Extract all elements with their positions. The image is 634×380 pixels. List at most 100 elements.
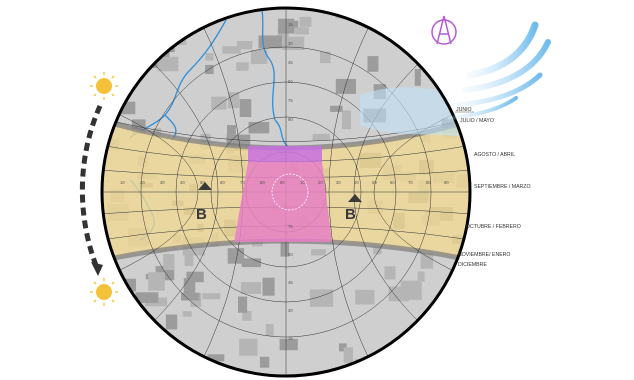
building-block: [447, 299, 470, 308]
building-block: [148, 272, 165, 291]
building-block: [240, 282, 261, 294]
building-block: [341, 110, 351, 130]
tick-label: 90: [444, 180, 449, 185]
svg-text:B: B: [196, 206, 207, 223]
tick-label: 10: [120, 180, 125, 185]
building-block: [388, 286, 409, 302]
month-label-noviembre-enero: NOVIEMBRE/ ENERO: [458, 252, 510, 258]
building-block: [259, 356, 270, 368]
month-label-diciembre: DICIEMBRE: [458, 262, 487, 268]
building-block: [279, 338, 298, 351]
north-arrow-icon: [431, 15, 457, 45]
building-block: [183, 278, 196, 296]
building-block: [202, 293, 221, 300]
tick-label: 60: [220, 180, 225, 185]
building-block: [242, 311, 252, 321]
building-block: [135, 292, 159, 303]
tick-label: 90: [288, 117, 293, 122]
building-block: [420, 253, 434, 269]
tick-label: 80: [426, 180, 431, 185]
building-block: [320, 51, 331, 64]
building-block: [182, 311, 192, 317]
building-block: [132, 25, 146, 40]
tick-label: 70: [240, 180, 245, 185]
building-block: [205, 64, 214, 75]
tick-label: 45: [288, 60, 293, 65]
building-block: [299, 16, 312, 27]
tick-label: 50: [200, 180, 205, 185]
tick-label: 15: [288, 336, 293, 341]
building-block: [282, 36, 305, 50]
building-block: [343, 347, 353, 363]
tick-label: 60: [390, 180, 395, 185]
building-block: [330, 105, 343, 112]
building-block: [414, 69, 421, 86]
building-block: [181, 292, 200, 301]
building-block: [294, 27, 309, 35]
building-block: [311, 249, 326, 256]
building-block: [184, 253, 194, 267]
building-block: [207, 354, 225, 362]
building-block: [354, 12, 365, 20]
tick-label: 80: [260, 180, 265, 185]
building-block: [205, 53, 214, 61]
building-block: [417, 271, 425, 282]
building-block: [227, 248, 245, 264]
building-block: [355, 289, 375, 305]
building-block: [152, 362, 160, 376]
building-block: [383, 369, 392, 376]
tick-label: 20: [140, 180, 145, 185]
building-block: [239, 338, 258, 356]
tick-label: 10: [300, 180, 305, 185]
sun-icon: [90, 72, 118, 100]
building-block: [309, 289, 334, 307]
site-area: [234, 146, 332, 242]
site-body: [234, 162, 332, 242]
building-block: [459, 13, 466, 22]
building-block: [228, 92, 240, 109]
tick-label: 70: [408, 180, 413, 185]
building-block: [133, 56, 140, 73]
tick-label: 75: [288, 98, 293, 103]
building-block: [367, 56, 379, 72]
month-label-septiembre-marzo: SEPTIEMBRE / MARZO: [474, 184, 531, 190]
site-center-ring: [271, 173, 309, 211]
building-block: [239, 99, 252, 117]
building-block: [250, 50, 268, 64]
month-label-julio-mayo: JULIO / MAYO: [460, 118, 494, 124]
month-label-agosto-abril: AGOSTO / ABRIL: [474, 152, 515, 158]
tick-label: 40: [180, 180, 185, 185]
building-block: [238, 296, 248, 313]
tick-label: 20: [318, 180, 323, 185]
tick-label: 30: [288, 41, 293, 46]
building-block: [280, 238, 290, 257]
tick-label: 30: [288, 308, 293, 313]
building-block: [105, 55, 118, 68]
city-map: B B: [102, 8, 470, 376]
tick-label: 40: [354, 180, 359, 185]
building-block: [227, 125, 236, 143]
building-block: [157, 56, 179, 72]
tick-label: 60: [288, 79, 293, 84]
sun-path-arrowhead: [91, 262, 103, 276]
building-block: [265, 324, 274, 336]
building-block: [163, 254, 175, 271]
month-labels: JUNIO JULIO / MAYO AGOSTO / ABRIL SEPTIE…: [455, 107, 531, 268]
building-block: [163, 26, 187, 45]
svg-text:B: B: [345, 206, 356, 223]
building-block: [241, 258, 261, 268]
building-block: [262, 277, 275, 296]
building-block: [159, 8, 177, 15]
month-label-octubre-febrero: OCTUBRE / FEBRERO: [466, 224, 521, 230]
building-block: [452, 9, 461, 24]
building-block: [440, 301, 454, 308]
month-label-junio: JUNIO: [456, 107, 472, 113]
building-block: [186, 271, 204, 283]
section-marker-left: B: [196, 182, 212, 223]
tick-label: 30: [336, 180, 341, 185]
sun-path-arrow: [79, 104, 103, 269]
building-block: [448, 346, 470, 362]
building-block: [339, 343, 347, 352]
